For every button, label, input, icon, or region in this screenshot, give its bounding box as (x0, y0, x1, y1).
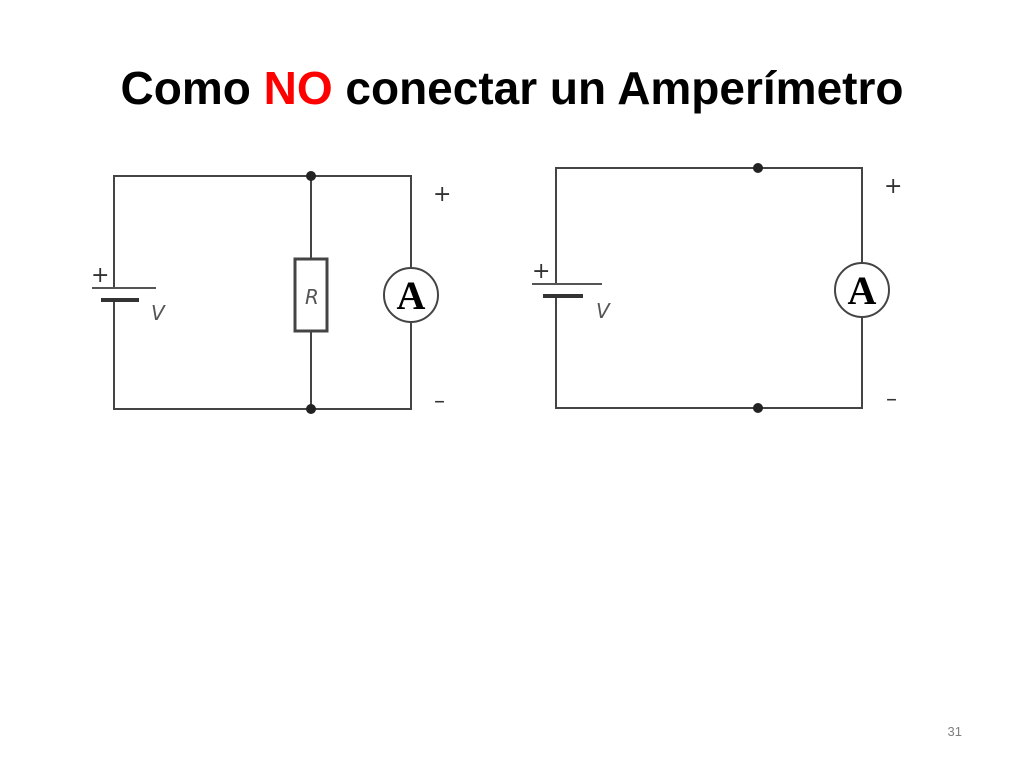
right-terminal-minus: – (886, 387, 897, 412)
right-circuit: + V A + – (532, 163, 902, 413)
left-battery-label: V (151, 301, 166, 325)
left-terminal-plus: + (433, 182, 451, 207)
right-loop-wire (555, 167, 863, 409)
right-battery-plus-sign: + (532, 259, 550, 284)
left-circuit: + V R A + – (91, 171, 451, 414)
left-loop-wire (113, 175, 412, 410)
left-resistor-label: R (305, 285, 319, 309)
left-node-bottom (306, 404, 316, 414)
left-ammeter-label: A (397, 273, 426, 318)
title-part-1: Como (120, 62, 264, 114)
right-node-bottom (753, 403, 763, 413)
left-terminal-minus: – (434, 389, 445, 414)
left-ammeter (383, 267, 439, 323)
right-ammeter-label: A (848, 268, 877, 313)
right-ammeter (834, 262, 890, 318)
right-node-top (753, 163, 763, 173)
slide-title: Como NO conectar un Amperímetro (0, 60, 1024, 116)
left-resistor (293, 257, 329, 333)
title-part-2: conectar un Amperímetro (332, 62, 904, 114)
left-battery-plus-sign: + (91, 263, 109, 288)
left-node-top (306, 171, 316, 181)
title-highlight: NO (263, 62, 333, 114)
right-battery-label: V (596, 299, 611, 323)
right-terminal-plus: + (884, 174, 902, 199)
page-number: 31 (947, 724, 962, 739)
